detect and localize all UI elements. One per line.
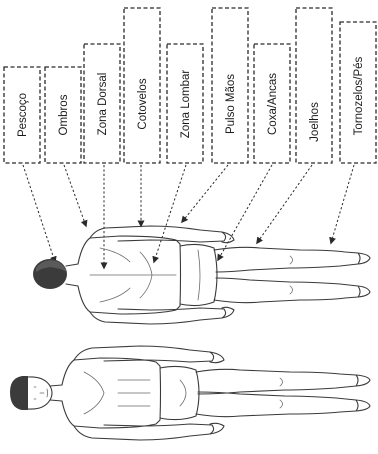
front-groin (180, 380, 186, 406)
back-arm-top (90, 226, 226, 242)
back-gluteal-line (198, 250, 200, 300)
back-scapula-bottom (100, 288, 130, 302)
back-leg-top (214, 247, 360, 272)
front-view-figure (10, 346, 370, 440)
leader-shoulders (64, 165, 86, 226)
label-elbows: Cotovelos (137, 78, 149, 129)
back-arm-bottom (90, 308, 226, 324)
label-wrists-hands: Pulso Mãos (225, 74, 237, 134)
label-upper-back: Zona Dorsal (97, 73, 109, 136)
label-knees: Joelhos (309, 102, 321, 142)
front-arm-bottom (74, 424, 214, 440)
front-hair (10, 376, 28, 410)
front-abdominals (118, 380, 150, 406)
back-neck (66, 264, 78, 286)
leader-thighs-hips (218, 165, 272, 260)
front-leg-bottom (196, 392, 358, 417)
front-arm-top (74, 346, 214, 362)
front-leg-top (196, 369, 358, 394)
leader-neck (23, 165, 55, 262)
front-facial-features (34, 387, 48, 399)
front-hips (160, 366, 199, 419)
label-ankles-feet: Tornozelos/Pés (353, 56, 365, 135)
label-lower-back: Zona Lombar (180, 70, 192, 139)
front-chest (84, 372, 104, 414)
leader-lower-back (154, 165, 186, 262)
leader-wrists-hands (182, 165, 228, 222)
front-knee-marks (280, 378, 283, 408)
leader-lines (23, 165, 354, 268)
label-neck: Pescoço (17, 93, 29, 137)
label-shoulders: Ombros (58, 94, 70, 135)
leader-ankles-feet (331, 165, 354, 243)
back-knee-marks (290, 256, 293, 294)
label-thighs-hips: Coxa/Ancas (267, 73, 279, 135)
back-view-figure (33, 226, 370, 324)
back-leg-bottom (214, 278, 360, 303)
